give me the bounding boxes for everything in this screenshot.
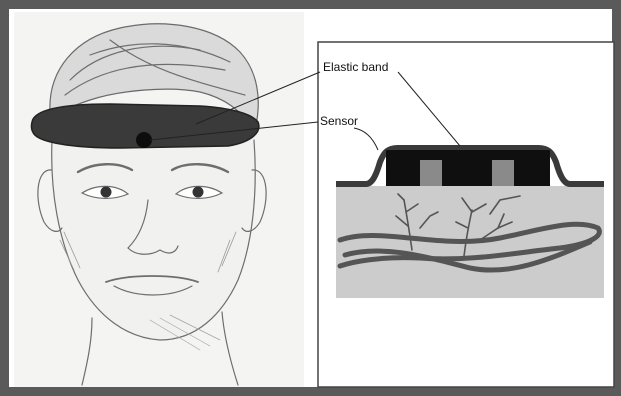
left-pupil: [101, 187, 112, 198]
right-pupil: [193, 187, 204, 198]
sensor-window-right: [492, 160, 514, 186]
elastic-band-label: Elastic band: [323, 60, 388, 74]
sensor-window-left: [420, 160, 442, 186]
head-sketch: [14, 12, 304, 387]
sensor-dot: [136, 132, 152, 148]
sensor-label: Sensor: [320, 114, 358, 128]
sensor-body: [386, 150, 550, 186]
